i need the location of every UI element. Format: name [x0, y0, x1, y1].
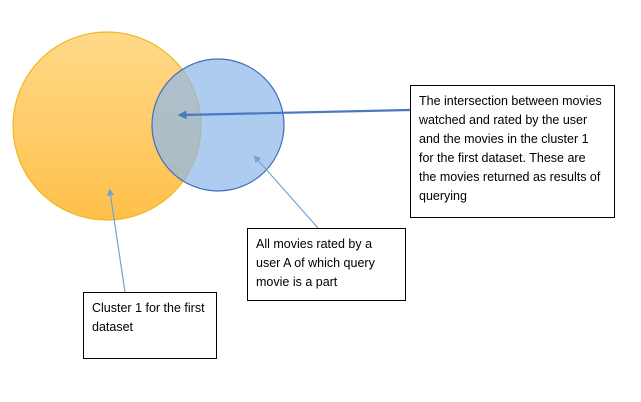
cluster-pointer	[106, 188, 126, 293]
cluster-callout: Cluster 1 for the first dataset	[83, 292, 217, 359]
user-movies-pointer	[253, 155, 319, 229]
intersection-callout: The intersection between movies watched …	[410, 85, 615, 218]
intersection-pointer	[177, 108, 411, 120]
user-movies-callout: All movies rated by a user A of which qu…	[247, 228, 406, 301]
user-a-movies-circle	[151, 58, 285, 192]
